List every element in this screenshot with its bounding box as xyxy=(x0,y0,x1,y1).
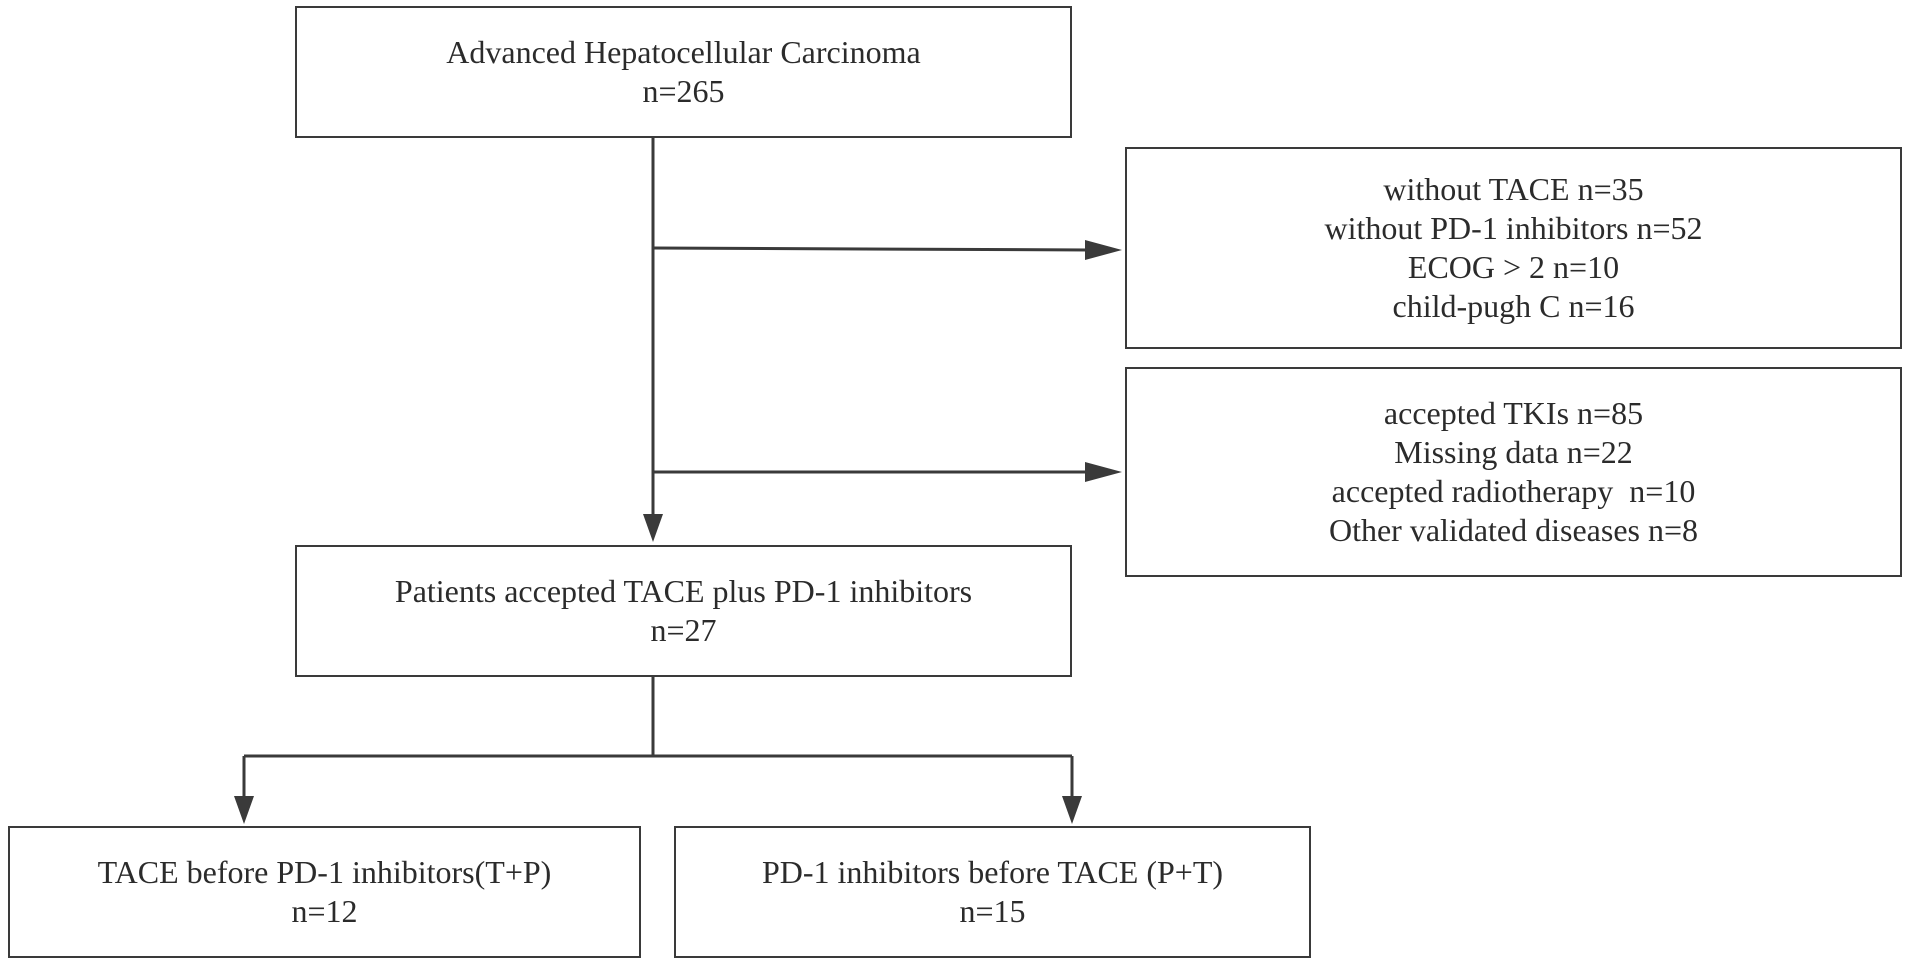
box-pd1-before-tace-count: n=15 xyxy=(959,893,1026,929)
box-tace-plus-pd1-count: n=27 xyxy=(650,612,717,648)
exclusion-1-line-3: ECOG > 2 n=10 xyxy=(1407,249,1620,285)
box-exclusion-criteria-2: accepted TKIs n=85 Missing data n=22 acc… xyxy=(1125,367,1902,577)
exclusion-2-line-2: Missing data n=22 xyxy=(1394,434,1633,470)
box-pd1-before-tace-title: PD-1 inhibitors before TACE (P+T) xyxy=(761,854,1224,890)
exclusion-2-line-4: Other validated diseases n=8 xyxy=(1328,512,1699,548)
arrow-to-left-group xyxy=(234,796,254,824)
box-tace-plus-pd1-title: Patients accepted TACE plus PD-1 inhibit… xyxy=(394,573,973,609)
arrow-to-exclusion-1 xyxy=(1085,240,1122,260)
arrow-to-middle-box xyxy=(643,514,663,542)
box-advanced-hcc-title: Advanced Hepatocellular Carcinoma xyxy=(446,34,921,70)
box-pd1-before-tace: PD-1 inhibitors before TACE (P+T) n=15 xyxy=(674,826,1311,958)
box-tace-plus-pd1: Patients accepted TACE plus PD-1 inhibit… xyxy=(295,545,1072,677)
exclusion-1-line-1: without TACE n=35 xyxy=(1383,171,1644,207)
box-tace-before-pd1-count: n=12 xyxy=(291,893,358,929)
exclusion-1-line-2: without PD-1 inhibitors n=52 xyxy=(1324,210,1703,246)
exclusion-1-line-4: child-pugh C n=16 xyxy=(1392,288,1635,324)
box-advanced-hcc: Advanced Hepatocellular Carcinoma n=265 xyxy=(295,6,1072,138)
exclusion-2-line-3: accepted radiotherapy n=10 xyxy=(1331,473,1696,509)
box-tace-before-pd1-title: TACE before PD-1 inhibitors(T+P) xyxy=(97,854,552,890)
arrow-to-right-group xyxy=(1062,796,1082,824)
box-tace-before-pd1: TACE before PD-1 inhibitors(T+P) n=12 xyxy=(8,826,641,958)
arrow-to-exclusion-2 xyxy=(1085,462,1122,482)
box-exclusion-criteria-1: without TACE n=35 without PD-1 inhibitor… xyxy=(1125,147,1902,349)
box-advanced-hcc-count: n=265 xyxy=(642,73,725,109)
exclusion-2-line-1: accepted TKIs n=85 xyxy=(1383,395,1644,431)
branch-to-exclusion-1 xyxy=(652,246,1091,252)
